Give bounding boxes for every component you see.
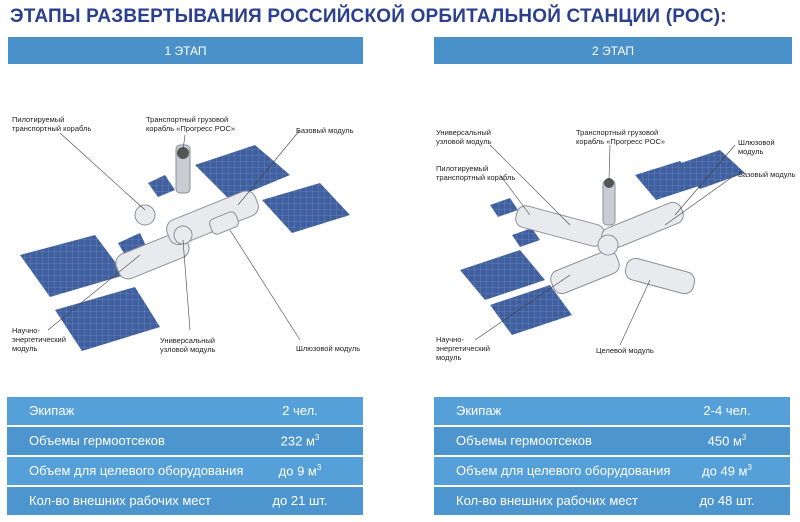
row-value: до 49 м3 bbox=[702, 463, 752, 479]
solar-panel bbox=[262, 183, 350, 233]
row-value: 232 м3 bbox=[280, 433, 320, 449]
table-row: Объемы гермоотсеков 232 м3 bbox=[7, 427, 363, 455]
stage-2-label-node: Универсальный узловой модуль bbox=[436, 128, 492, 146]
row-value: 450 м3 bbox=[707, 433, 747, 449]
table-row: Кол-во внешних рабочих мест до 48 шт. bbox=[434, 487, 790, 515]
stage-1-specs-table: Экипаж 2 чел. Объемы гермоотсеков 232 м3… bbox=[7, 397, 363, 517]
stage-1-label-node: Универсальный узловой модуль bbox=[160, 336, 216, 354]
stage-2-header: 2 ЭТАП bbox=[434, 37, 792, 64]
table-row: Экипаж 2-4 чел. bbox=[434, 397, 790, 425]
stage-2-label-progress: Транспортный грузовой корабль «Прогресс … bbox=[576, 128, 666, 146]
target-module bbox=[624, 257, 696, 295]
stage-1-label-progress: Транспортный грузовой корабль «Прогресс … bbox=[146, 115, 236, 133]
solar-panel bbox=[20, 235, 125, 297]
row-key: Объемы гермоотсеков bbox=[29, 433, 165, 448]
solar-panel bbox=[148, 175, 175, 197]
solar-panel bbox=[195, 145, 290, 200]
row-key: Экипаж bbox=[456, 403, 502, 418]
row-key: Объем для целевого оборудования bbox=[456, 463, 671, 478]
crew-ship bbox=[134, 204, 156, 226]
airlock-module bbox=[209, 211, 239, 235]
row-key: Объемы гермоотсеков bbox=[456, 433, 592, 448]
stage-1-header: 1 ЭТАП bbox=[8, 37, 363, 64]
solar-panel bbox=[490, 285, 572, 335]
stage-1-label-base: Базовый модуль bbox=[296, 126, 354, 135]
row-key: Объем для целевого оборудования bbox=[29, 463, 244, 478]
stage-1-station-illustration bbox=[20, 129, 350, 351]
stage-2-specs-table: Экипаж 2-4 чел. Объемы гермоотсеков 450 … bbox=[434, 397, 790, 517]
stage-2-station-illustration bbox=[460, 144, 745, 346]
stage-1-label-crew-ship: Пилотируемый транспортный корабль bbox=[12, 115, 92, 133]
solar-panel bbox=[460, 250, 545, 300]
table-row: Экипаж 2 чел. bbox=[7, 397, 363, 425]
science-energy-module bbox=[550, 249, 620, 295]
solar-panel bbox=[635, 161, 702, 200]
stage-2-label-science-energy: Научно- энергетический модуль bbox=[436, 335, 490, 362]
row-key: Кол-во внешних рабочих мест bbox=[29, 493, 211, 508]
table-row: Кол-во внешних рабочих мест до 21 шт. bbox=[7, 487, 363, 515]
solar-panel bbox=[55, 287, 160, 351]
solar-panel bbox=[490, 198, 518, 217]
row-value: до 9 м3 bbox=[278, 463, 322, 479]
stage-2-label-base: Базовый модуль bbox=[738, 170, 796, 179]
table-row: Объемы гермоотсеков 450 м3 bbox=[434, 427, 790, 455]
stage-1-label-airlock: Шлюзовой модуль bbox=[296, 344, 361, 353]
row-key: Экипаж bbox=[29, 403, 75, 418]
row-value: 2 чел. bbox=[282, 403, 318, 418]
table-row: Объем для целевого оборудования до 9 м3 bbox=[7, 457, 363, 485]
row-key: Кол-во внешних рабочих мест bbox=[456, 493, 638, 508]
node-module bbox=[173, 225, 193, 245]
table-row: Объем для целевого оборудования до 49 м3 bbox=[434, 457, 790, 485]
row-value: до 48 шт. bbox=[699, 493, 755, 508]
stage-1-label-science-energy: Научно- энергетический модуль bbox=[12, 326, 66, 353]
stage-2-label-target: Целевой модуль bbox=[596, 346, 654, 355]
solar-panel bbox=[512, 228, 540, 247]
node-module bbox=[597, 234, 619, 256]
page-title: ЭТАПЫ РАЗВЕРТЫВАНИЯ РОССИЙСКОЙ ОРБИТАЛЬН… bbox=[10, 6, 727, 27]
row-value: 2-4 чел. bbox=[703, 403, 751, 418]
stage-2-label-crew-ship: Пилотируемый транспортный корабль bbox=[436, 164, 516, 182]
row-value: до 21 шт. bbox=[272, 493, 328, 508]
stage-2-label-airlock: Шлюзовой модуль bbox=[738, 138, 775, 156]
